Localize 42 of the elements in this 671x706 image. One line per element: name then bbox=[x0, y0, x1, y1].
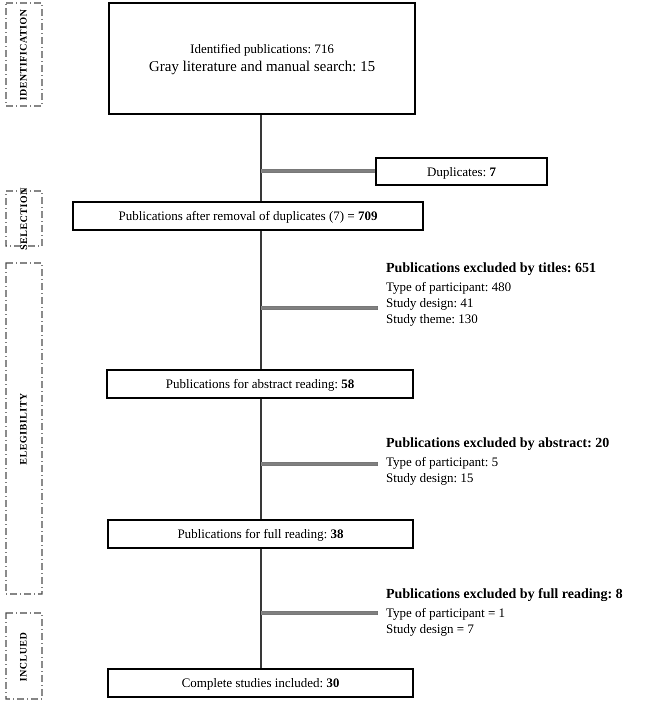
box-text: Gray literature and manual search: 15 bbox=[148, 58, 376, 78]
process-box bbox=[108, 2, 416, 115]
box-text: Study theme: 130 bbox=[386, 310, 478, 326]
connector-line bbox=[260, 549, 262, 613]
connector-line bbox=[260, 613, 262, 668]
box-text: Publications after removal of duplicates (7) = 709 bbox=[118, 207, 378, 225]
process-box bbox=[72, 201, 424, 231]
box-text: Publications for abstract reading: 58 bbox=[166, 375, 354, 393]
phase-label: INCLUED bbox=[18, 631, 30, 681]
phase-label: ELEGIBILITY bbox=[18, 392, 30, 465]
phase-label-box bbox=[5, 262, 43, 595]
box-text: Duplicates: 7 bbox=[427, 162, 496, 180]
connector-line bbox=[260, 171, 262, 201]
phase-label: IDENTIFICATION bbox=[18, 8, 30, 100]
box-text: Type of participant = 1 bbox=[386, 604, 506, 620]
box-text: Study design = 7 bbox=[386, 620, 474, 636]
box-heading: Publications excluded by titles: 651 bbox=[386, 260, 596, 276]
connector-line bbox=[261, 169, 375, 173]
box-text: Study design: 15 bbox=[386, 470, 474, 486]
phase-label: SELECTION bbox=[18, 187, 30, 250]
connector-line bbox=[260, 399, 262, 464]
connector-line bbox=[260, 115, 262, 171]
box-text: Study design: 41 bbox=[386, 294, 474, 310]
process-box bbox=[375, 157, 548, 186]
connector-line bbox=[261, 306, 378, 310]
process-box bbox=[107, 668, 414, 698]
phase-label-box bbox=[5, 612, 43, 700]
process-box bbox=[106, 369, 414, 399]
box-text: Complete studies included: 30 bbox=[182, 674, 340, 692]
connector-line bbox=[260, 464, 262, 519]
phase-label-box bbox=[5, 2, 43, 107]
connector-line bbox=[261, 611, 378, 615]
connector-line bbox=[260, 231, 262, 308]
box-text: Publications for full reading: 38 bbox=[177, 525, 344, 543]
box-text: Identified publications: 716 bbox=[190, 40, 334, 58]
box-heading: Publications excluded by full reading: 8 bbox=[386, 586, 623, 602]
box-heading: Publications excluded by abstract: 20 bbox=[386, 436, 610, 452]
box-text: Type of participant: 5 bbox=[386, 454, 498, 470]
box-text: Type of participant: 480 bbox=[386, 278, 512, 294]
connector-line bbox=[260, 308, 262, 369]
connector-line bbox=[261, 462, 378, 466]
process-box bbox=[107, 519, 414, 549]
